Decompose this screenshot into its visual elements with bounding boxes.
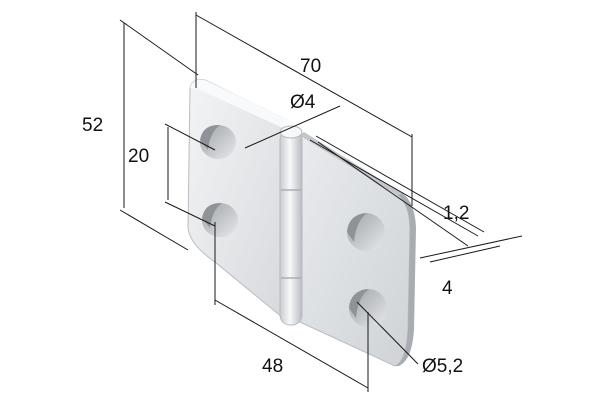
hinge-body xyxy=(187,79,416,367)
right-lower-hole xyxy=(349,289,387,327)
dim-leaf-thickness: 1,2 xyxy=(443,203,469,224)
dimension-labels: 70 52 20 48 Ø4 Ø5,2 1,2 4 xyxy=(82,56,469,377)
dim-height: 52 xyxy=(82,115,103,136)
dim-pin-diameter: Ø4 xyxy=(290,92,316,113)
dim-hole-spacing-vertical: 20 xyxy=(128,146,149,167)
dim-knuckle-offset: 4 xyxy=(442,278,453,299)
dim-overall-width: 70 xyxy=(300,56,321,77)
left-lower-hole xyxy=(202,202,238,237)
hinge-knuckle xyxy=(279,125,303,326)
dim-hole-diameter: Ø5,2 xyxy=(422,356,463,377)
dim-hole-spacing-horizontal: 48 xyxy=(262,356,283,377)
left-upper-hole xyxy=(200,124,236,159)
right-upper-hole xyxy=(347,213,385,251)
right-leaf xyxy=(299,134,411,367)
left-leaf-bevel xyxy=(190,79,290,128)
right-leaf-edge xyxy=(395,193,416,366)
dimension-lines xyxy=(119,12,523,392)
